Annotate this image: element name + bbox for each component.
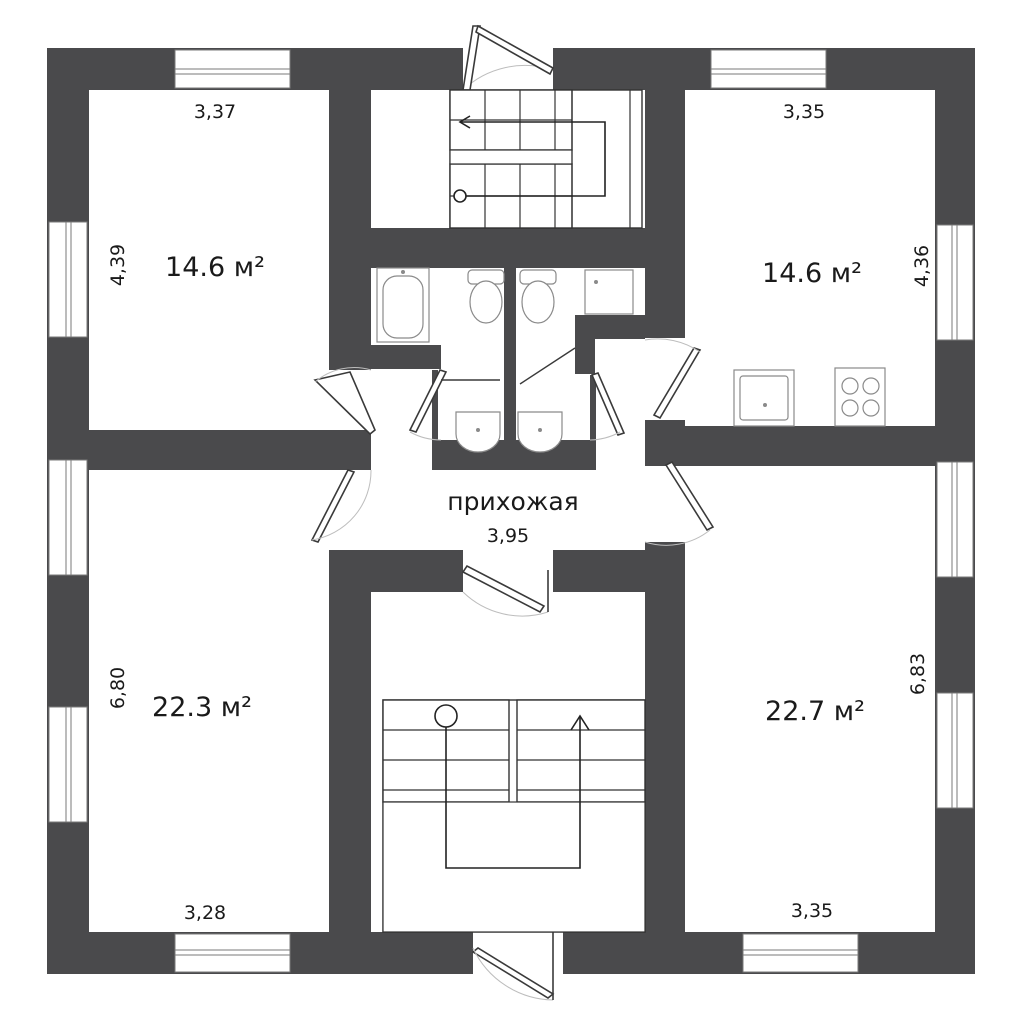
room-area-bottom-left: 22.3 м²: [152, 692, 252, 723]
room-width-top-left: 3,37: [194, 101, 236, 123]
room-height-top-left: 4,39: [107, 244, 129, 286]
room-name-hallway: прихожая: [447, 487, 578, 516]
sink-icon: [455, 411, 501, 453]
window-left-upper: [48, 221, 88, 338]
bathroom-fixtures: [376, 267, 634, 453]
wall-openings: [463, 46, 563, 976]
kitchen-fixtures: [733, 367, 886, 427]
stair-path-line: [460, 121, 606, 197]
door-bath-left: [408, 369, 500, 441]
door-right-room-top: [644, 338, 702, 420]
window-top-left: [174, 49, 291, 89]
room-width-top-right: 3,35: [783, 101, 825, 123]
stair-arrow-icon: [458, 115, 471, 129]
room-width-bottom-right: 3,35: [791, 900, 833, 922]
stove-icon: [834, 367, 886, 427]
window-left-lower: [48, 706, 88, 823]
window-top-right: [710, 49, 827, 89]
room-area-bottom-right: 22.7 м²: [765, 696, 865, 727]
room-area-top-left: 14.6 м²: [165, 252, 265, 283]
door-hall-lower: [461, 564, 549, 617]
stair-start-circle-icon: [453, 189, 467, 203]
room-area-top-right: 14.6 м²: [762, 258, 862, 289]
window-right-upper: [936, 224, 974, 341]
room-height-bottom-right: 6,83: [907, 653, 929, 695]
room-height-bottom-left: 6,80: [107, 667, 129, 709]
room-height-top-right: 4,36: [911, 245, 933, 287]
toilet-icon: [519, 269, 557, 324]
labels: 14.6 м² 3,37 4,39 14.6 м² 3,35 4,36 22.3…: [107, 101, 933, 924]
stair-arrow-icon: [570, 714, 590, 731]
door-bottom-entry: [471, 932, 555, 1001]
door-right-room-bottom: [644, 460, 715, 546]
room-width-bottom-left: 3,28: [184, 902, 226, 924]
door-left-room-top: [313, 367, 376, 436]
staircase-lower: [382, 699, 646, 933]
room-width-hallway: 3,95: [487, 525, 529, 547]
door-bath-right: [519, 347, 626, 441]
bathtub-icon: [376, 267, 430, 343]
doors: [310, 24, 715, 1001]
sink-icon: [517, 411, 563, 453]
interior-walls: [47, 48, 975, 974]
shower-tray-icon: [584, 269, 634, 315]
window-left-mid: [48, 459, 88, 576]
window-bottom-right: [742, 933, 859, 973]
stair-start-circle-icon: [434, 704, 458, 728]
window-right-lower: [936, 692, 974, 809]
shower-tray-icon: [733, 369, 795, 427]
staircase-upper: [449, 89, 643, 229]
window-right-mid: [936, 461, 974, 578]
door-left-room-bottom: [310, 469, 372, 543]
toilet-icon: [467, 269, 505, 324]
windows: [48, 49, 974, 973]
stair-path-line: [445, 716, 581, 869]
window-bottom-left: [174, 933, 291, 973]
